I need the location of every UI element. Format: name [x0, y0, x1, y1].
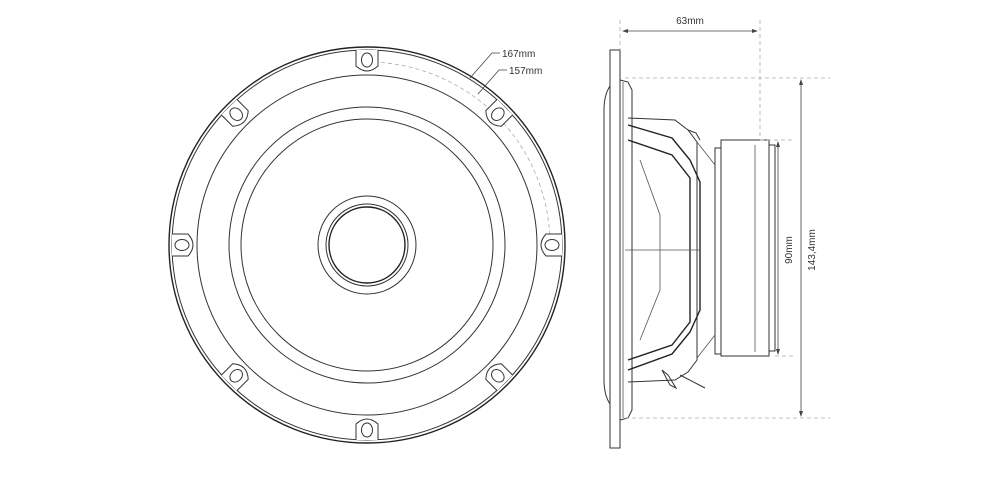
basket-ring — [196, 74, 538, 416]
outer-diameter-label: 167mm — [502, 49, 535, 60]
dustcap-outer — [325, 203, 409, 287]
surround-outer — [228, 106, 506, 384]
mounting-holes — [172, 50, 562, 440]
terminal — [661, 369, 678, 390]
frame-height-label: 143,4mm — [807, 229, 818, 271]
surround-inner — [240, 118, 494, 372]
mounting-hole — [540, 233, 562, 257]
cone-line — [639, 159, 661, 341]
mounting-circle-arc — [366, 61, 551, 246]
mounting-hole — [172, 233, 194, 257]
side-view: 63mm 90mm 143,4mm — [603, 16, 830, 449]
magnet — [720, 139, 770, 357]
gasket — [603, 85, 611, 405]
back-plate — [768, 144, 776, 352]
front-view: 167mm 157mm — [168, 46, 566, 444]
leader-167 — [469, 52, 500, 79]
mounting-hole — [485, 363, 514, 392]
dustcap-ring — [317, 195, 417, 295]
magnet-plate — [714, 147, 722, 355]
dustcap — [328, 206, 406, 284]
mounting-hole — [485, 98, 514, 127]
basket-arm — [627, 124, 701, 371]
outer-rim — [168, 46, 566, 444]
mounting-hole — [355, 418, 379, 440]
mounting-hole — [355, 50, 379, 72]
mounting-hole — [220, 363, 249, 392]
leader-157 — [477, 69, 507, 95]
magnet-height-label: 90mm — [784, 236, 795, 264]
mounting-hole — [220, 98, 249, 127]
front-flange — [609, 49, 621, 449]
depth-label: 63mm — [676, 16, 704, 27]
basket-frame — [627, 117, 698, 383]
mounting-diameter-label: 157mm — [509, 66, 542, 77]
